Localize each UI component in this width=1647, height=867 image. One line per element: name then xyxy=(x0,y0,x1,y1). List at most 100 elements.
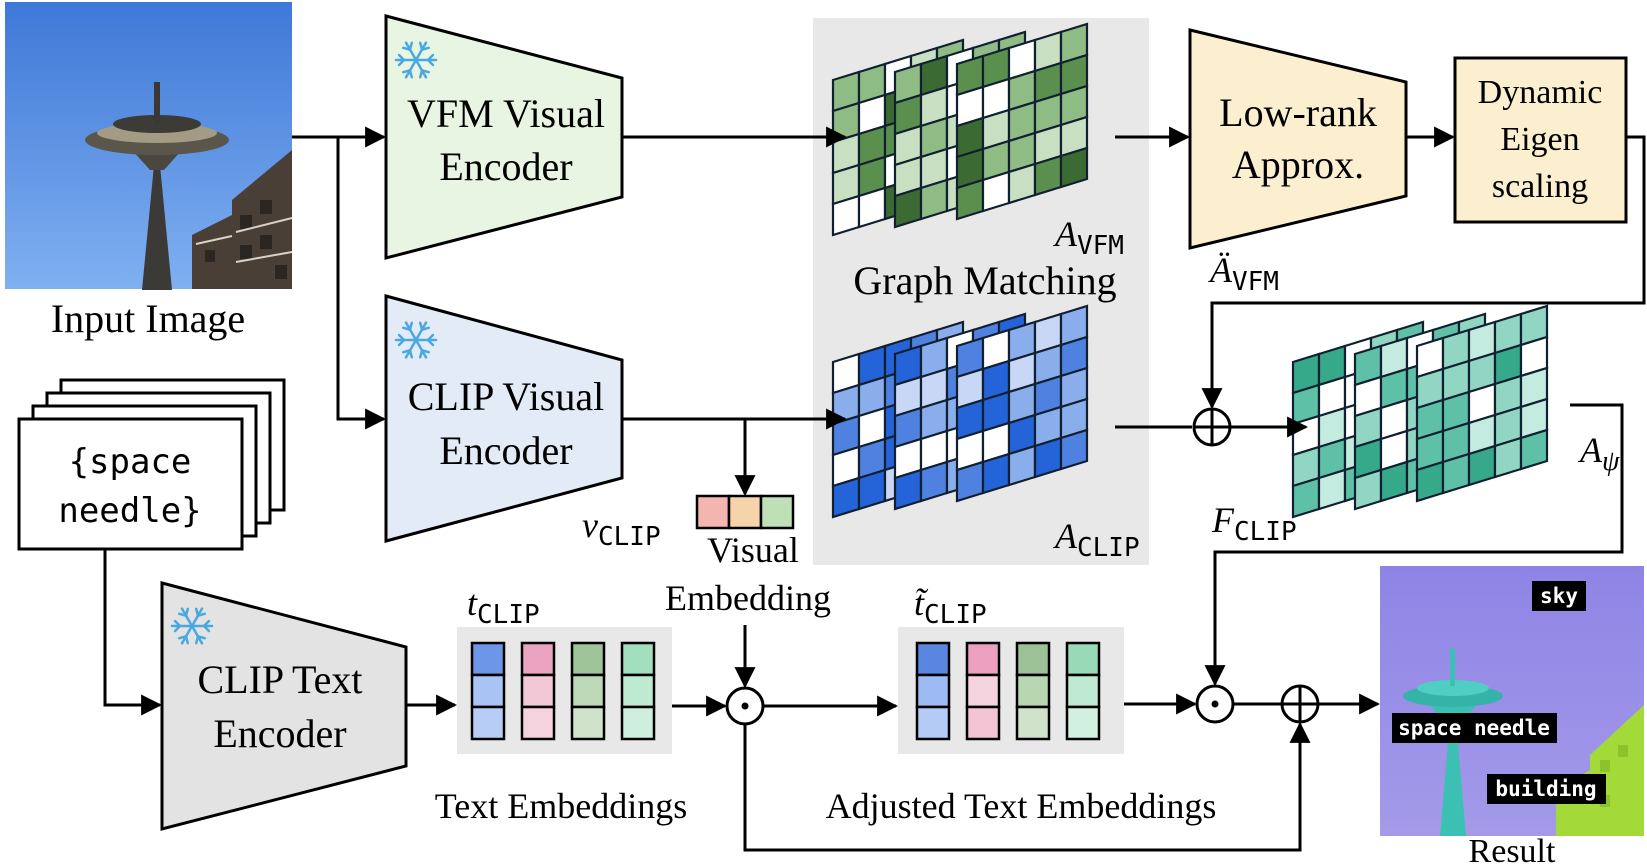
embedding-cell xyxy=(520,705,556,741)
result-label-needle: space needle xyxy=(1398,716,1550,740)
embedding-cell xyxy=(1065,705,1101,741)
clip-visual-snowflake-icon xyxy=(394,321,438,359)
v-clip-symbol: vCLIP xyxy=(582,505,661,552)
a-psi-symbol: Aψ xyxy=(1578,430,1620,477)
t-tilde-clip-symbol: t̃CLIP xyxy=(914,583,987,630)
clip-text-encoder-label-1: CLIP Text xyxy=(198,657,363,702)
input-image xyxy=(5,2,293,290)
embedding-cell xyxy=(1065,641,1101,677)
matrix-cell xyxy=(955,178,985,221)
matrix-cell xyxy=(831,194,861,237)
dynamic-eigen-scaling-block xyxy=(1453,56,1628,224)
graph-matching-title: Graph Matching xyxy=(853,258,1116,303)
eigen-label-1: Dynamic xyxy=(1478,74,1603,111)
embedding-cell xyxy=(620,705,656,741)
matrix-cell xyxy=(857,468,887,511)
adjusted-embedding-columns xyxy=(915,641,1101,741)
embedding-cell xyxy=(470,705,506,741)
matrix-cell xyxy=(831,476,861,519)
matrix-cell xyxy=(919,460,949,503)
arrow-image-to-clip-visual xyxy=(336,137,387,430)
result-label-needle-tag xyxy=(1392,713,1557,743)
embedding-cell xyxy=(1015,673,1051,709)
clip-affinity-stack-matrix xyxy=(955,304,1089,503)
visual-embedding-label-2: Embedding xyxy=(665,578,831,618)
matrix-cell xyxy=(981,170,1011,213)
embedding-cell xyxy=(915,705,951,741)
prompt-line-1: {space xyxy=(69,442,192,482)
matrix-cell xyxy=(1379,460,1409,503)
embedding-cell xyxy=(470,673,506,709)
vfm-affinity-stack xyxy=(831,22,1089,237)
matrix-cell xyxy=(1415,460,1445,503)
fused-affinity-stack-matrix xyxy=(1415,304,1549,503)
embedding-cell xyxy=(620,673,656,709)
embedding-cell xyxy=(570,705,606,741)
matrix-cell xyxy=(1441,452,1471,495)
clip-text-snowflake-icon xyxy=(170,607,214,645)
embedding-cell xyxy=(520,673,556,709)
vfm-affinity-stack-matrix xyxy=(955,22,1089,221)
matrix-cell xyxy=(1467,444,1497,487)
matrix-cell xyxy=(1519,428,1549,471)
add-op-2 xyxy=(1280,684,1320,724)
embedding-cell xyxy=(520,641,556,677)
matrix-cell xyxy=(1291,476,1321,519)
low-rank-label-2: Approx. xyxy=(1232,142,1364,187)
result-label-building: building xyxy=(1495,777,1596,801)
prompt-line-2: needle} xyxy=(58,491,201,531)
matrix-cell xyxy=(1007,162,1037,205)
embedding-cell xyxy=(1065,673,1101,709)
matrix-cell xyxy=(1059,428,1089,471)
connectors xyxy=(103,126,1646,852)
matrix-cell xyxy=(1033,436,1063,479)
matrix-cell xyxy=(955,460,985,503)
matrix-cell xyxy=(857,186,887,229)
result-label-sky: sky xyxy=(1540,584,1578,608)
embedding-cell xyxy=(1015,641,1051,677)
visual-embedding-label-1: Visual xyxy=(707,530,799,570)
eigen-label-2: Eigen xyxy=(1500,121,1579,158)
input-image-caption: Input Image xyxy=(51,296,245,341)
f-clip-symbol: FCLIP xyxy=(1211,500,1297,547)
text-embeddings-label: Text Embeddings xyxy=(435,786,687,826)
result-label-sky-tag xyxy=(1532,581,1586,611)
embedding-cell xyxy=(915,641,951,677)
clip-affinity-stack xyxy=(831,304,1089,519)
visual-embedding-cell xyxy=(727,494,763,530)
clip-text-encoder-label-2: Encoder xyxy=(213,711,346,756)
arrow-prompt-to-text-encoder xyxy=(103,549,163,716)
arrow-eigen-to-add xyxy=(1201,135,1646,410)
vfm-snowflake-icon xyxy=(394,41,438,79)
arrow-skip-to-add xyxy=(743,721,1311,852)
a-vfm-symbol: AVFM xyxy=(1053,214,1124,261)
embedding-cell xyxy=(570,673,606,709)
embedding-cell xyxy=(620,641,656,677)
matrix-cell xyxy=(1059,146,1089,189)
low-rank-label-1: Low-rank xyxy=(1219,90,1377,135)
low-rank-approx-block xyxy=(1188,28,1408,250)
mul-op-1 xyxy=(725,686,765,726)
visual-embedding-vector xyxy=(695,494,795,530)
matrix-cell xyxy=(1353,468,1383,511)
vfm-visual-encoder xyxy=(384,14,624,260)
embedding-cell xyxy=(470,641,506,677)
mul-op-2 xyxy=(1195,684,1235,724)
embedding-cell xyxy=(965,705,1001,741)
fused-affinity-stack xyxy=(1291,304,1549,519)
clip-visual-encoder-label-2: Encoder xyxy=(439,428,572,473)
clip-visual-encoder xyxy=(384,294,624,543)
a-vfm-scaled-symbol: ÄVFM xyxy=(1208,250,1279,297)
prompt-card xyxy=(17,417,244,551)
visual-embedding-cell xyxy=(759,494,795,530)
matrix-cell xyxy=(893,468,923,511)
eigen-label-3: scaling xyxy=(1492,168,1588,205)
a-clip-symbol: ACLIP xyxy=(1053,516,1140,563)
add-op-1 xyxy=(1192,407,1232,447)
t-clip-symbol: tCLIP xyxy=(467,583,540,630)
embedding-cell xyxy=(965,641,1001,677)
clip-visual-encoder-label-1: CLIP Visual xyxy=(408,374,605,419)
clip-text-encoder xyxy=(160,581,408,831)
